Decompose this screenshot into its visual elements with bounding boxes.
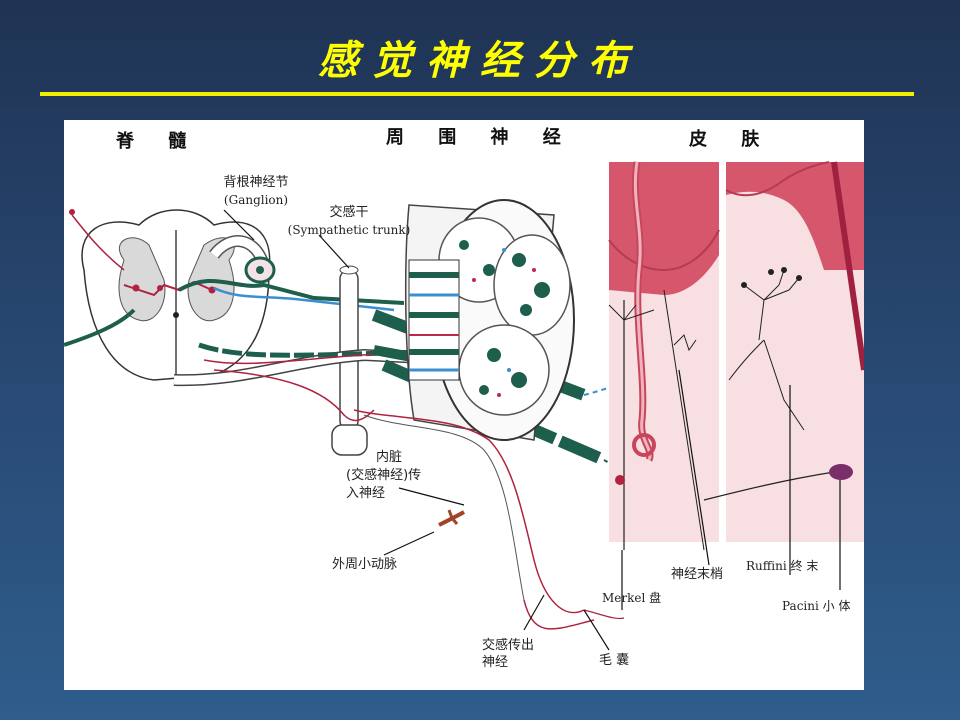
- nerve-illustration: [64, 161, 864, 651]
- label-efferent-2: 神经: [482, 655, 509, 670]
- label-arteriole: 外周小动脉: [332, 557, 398, 572]
- label-ganglion-cn: 背根神经节: [223, 175, 289, 190]
- label-visceral-1: 内脏: [376, 450, 403, 465]
- label-trunk-cn: 交感干: [329, 205, 369, 220]
- peripheral-nerve-cross-section: [404, 199, 575, 441]
- label-nerve-ending: 神经末梢: [671, 567, 724, 582]
- section-label-spinal-cord: 脊 髓: [116, 131, 201, 152]
- label-visceral-3: 入神经: [346, 486, 386, 501]
- diagram-figure: 脊 髓 周 围 神 经 皮 肤 背根神经节 (Ganglion) 交感干 (Sy…: [64, 120, 864, 690]
- sympathetic-trunk: [331, 265, 368, 456]
- label-efferent-1: 交感传出: [482, 638, 535, 653]
- title-underline: [40, 92, 914, 96]
- label-pacini: Pacini 小 体: [782, 599, 851, 613]
- label-hair-follicle: 毛 囊: [599, 653, 630, 668]
- sympathetic-fibers: [353, 409, 625, 630]
- skin-panel-ruffini: [703, 161, 864, 542]
- dorsal-root-ganglion: [178, 235, 405, 312]
- label-ganglion-en: (Ganglion): [223, 193, 289, 207]
- label-merkel: Merkel 盘: [602, 591, 662, 605]
- slide-title: 感觉神经分布: [318, 38, 642, 84]
- label-visceral-2: (交感神经)传: [346, 468, 422, 483]
- section-label-peripheral-nerve: 周 围 神 经: [386, 127, 575, 148]
- label-trunk-en: (Sympathetic trunk): [287, 223, 411, 237]
- skin-panel-merkel: [608, 161, 720, 551]
- label-ruffini: Ruffini 终 末: [746, 559, 819, 573]
- section-label-skin: 皮 肤: [689, 129, 774, 150]
- label-pointers: [223, 209, 841, 651]
